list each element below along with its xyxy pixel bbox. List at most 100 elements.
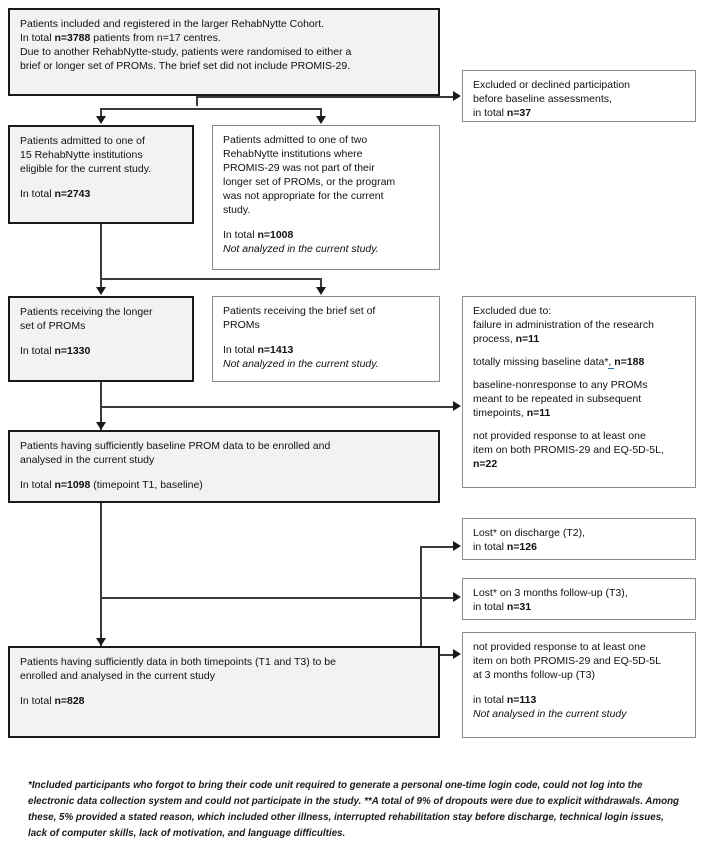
excluded-baseline-total-value: n=37 — [506, 106, 532, 119]
admitted15-line-3: eligible for the current study. — [20, 162, 152, 175]
spellcheck-underline-mark: , — [608, 355, 615, 369]
baseline-total-suffix: (timepoint T1, baseline) — [90, 478, 203, 491]
box-baseline-enrolled-t1: Patients having sufficiently baseline PR… — [8, 430, 440, 503]
excluded-reason3-prefix: timepoints, — [473, 406, 527, 419]
excluded-reason1-value: n=11 — [515, 332, 540, 345]
lost-t2-total-prefix: in total — [473, 540, 507, 553]
box-admitted-15-institutions: Patients admitted to one of 15 RehabNytt… — [8, 125, 194, 224]
final-total-prefix: In total — [20, 694, 55, 707]
connector-right-riser — [420, 546, 422, 655]
excluded-reason1-line-1: failure in administration of the researc… — [473, 318, 654, 331]
admitted2-total-prefix: In total — [223, 228, 258, 241]
final-total-value: n=828 — [54, 694, 85, 707]
brief-proms-total: In total n=1413 — [223, 344, 430, 358]
connector-admitted15-stem — [100, 224, 102, 278]
cohort-total-prefix: In total — [20, 31, 55, 44]
admitted15-total: In total n=2743 — [20, 188, 183, 202]
connector-riser-to-lost-t2 — [420, 546, 454, 548]
connector-cohort-to-excluded — [196, 96, 454, 98]
admitted2-total-value: n=1008 — [257, 228, 294, 241]
lost-t2-total-value: n=126 — [506, 540, 537, 553]
box-longer-proms: Patients receiving the longer set of PRO… — [8, 296, 194, 382]
arrowhead-to-brief-proms — [316, 287, 326, 295]
lost-t3-total-prefix: in total — [473, 600, 507, 613]
connector-proms-right-drop — [320, 278, 322, 289]
final-total: In total n=828 — [20, 695, 429, 709]
connector-baseline-to-riser — [100, 597, 422, 599]
baseline-total-value: n=1098 — [54, 478, 91, 491]
cohort-line-3: Due to another RehabNytte-study, patient… — [20, 45, 352, 58]
longer-proms-total: In total n=1330 — [20, 345, 183, 359]
lost-t2-line-1: Lost* on discharge (T2), — [473, 527, 586, 539]
excluded-baseline-line-1: Excluded or declined participation — [473, 79, 631, 91]
baseline-line-1: Patients having sufficiently baseline PR… — [20, 440, 331, 452]
cohort-line-1: Patients included and registered in the … — [20, 18, 325, 30]
cohort-total-value: n=3788 — [54, 31, 91, 44]
box-final-sample: Patients having sufficiently data in bot… — [8, 646, 440, 738]
excluded-reason4-line-3: n=22 — [473, 458, 686, 472]
brief-proms-note: Not analyzed in the current study. — [223, 358, 430, 372]
no-response-line-3: at 3 months follow-up (T3) — [473, 668, 595, 681]
brief-proms-total-value: n=1413 — [257, 343, 294, 356]
connector-proms-left-drop — [100, 278, 102, 289]
excluded-reason1-prefix: process, — [473, 332, 516, 345]
connector-split-proms — [100, 278, 320, 280]
box-lost-discharge-t2: Lost* on discharge (T2), in total n=126 — [462, 518, 696, 560]
lost-t2-line-2: in total n=126 — [473, 541, 686, 555]
admitted15-total-prefix: In total — [20, 187, 55, 200]
final-line-1: Patients having sufficiently data in bot… — [20, 656, 336, 668]
excluded-reason4-line-2: item on both PROMIS-29 and EQ-5D-5L, — [473, 443, 664, 456]
admitted2-note-text: Not analyzed in the current study. — [223, 242, 379, 255]
connector-to-excluded-due-to — [100, 406, 454, 408]
box-no-response-t3: not provided response to at least one it… — [462, 632, 696, 738]
excluded-reason3-value: n=11 — [526, 406, 551, 419]
no-response-total: in total n=113 — [473, 694, 686, 708]
longer-proms-total-value: n=1330 — [54, 344, 91, 357]
cohort-line-4: brief or longer set of PROMs. The brief … — [20, 59, 351, 72]
box-lost-3months-t3: Lost* on 3 months follow-up (T3), in tot… — [462, 578, 696, 620]
connector-cohort-stem — [196, 96, 198, 106]
admitted15-total-value: n=2743 — [54, 187, 91, 200]
arrowhead-to-no-response-t3 — [453, 649, 461, 659]
excluded-baseline-line-3: in total n=37 — [473, 107, 686, 121]
connector-riser-to-lost-t3 — [420, 597, 454, 599]
admitted2-line-6: study. — [223, 203, 251, 216]
no-response-total-prefix: in total — [473, 693, 507, 706]
excluded-reason4-value: n=22 — [473, 457, 498, 470]
connector-split-left-drop — [100, 108, 102, 118]
arrowhead-to-admitted-2 — [316, 116, 326, 124]
arrowhead-to-admitted-15 — [96, 116, 106, 124]
longer-proms-line-2: set of PROMs — [20, 319, 86, 332]
brief-proms-line-2: PROMs — [223, 318, 260, 331]
admitted2-line-5: was not appropriate for the current — [223, 189, 384, 202]
brief-proms-note-text: Not analyzed in the current study. — [223, 357, 379, 370]
no-response-line-2: item on both PROMIS-29 and EQ-5D-5L — [473, 654, 661, 667]
excluded-baseline-line-2: before baseline assessments, — [473, 92, 612, 105]
excluded-reason2-prefix: totally missing baseline data* — [473, 355, 609, 368]
connector-split-institutions — [100, 108, 320, 110]
baseline-line-2: analysed in the current study — [20, 453, 155, 466]
cohort-total-suffix: patients from n=17 centres. — [90, 31, 221, 44]
longer-proms-total-prefix: In total — [20, 344, 55, 357]
lost-t3-total-value: n=31 — [506, 600, 532, 613]
arrowhead-to-baseline-enrolled — [96, 422, 106, 430]
excluded-reason3-line-2: meant to be repeated in subsequent — [473, 392, 642, 405]
excluded-reason3-line-1: baseline-nonresponse to any PROMs — [473, 378, 648, 391]
box-admitted-2-institutions: Patients admitted to one of two RehabNyt… — [212, 125, 440, 270]
excluded-baseline-total-prefix: in total — [473, 106, 507, 119]
footnote-text: *Included participants who forgot to bri… — [28, 780, 680, 839]
admitted2-line-2: RehabNytte institutions where — [223, 147, 363, 160]
baseline-total-prefix: In total — [20, 478, 55, 491]
arrowhead-to-longer-proms — [96, 287, 106, 295]
admitted2-total: In total n=1008 — [223, 229, 430, 243]
excluded-heading: Excluded due to: — [473, 305, 552, 317]
brief-proms-total-prefix: In total — [223, 343, 258, 356]
admitted2-line-3: PROMIS-29 was not part of their — [223, 161, 375, 174]
final-line-2: enrolled and analysed in the current stu… — [20, 669, 215, 682]
arrowhead-to-excluded-baseline — [453, 91, 461, 101]
admitted15-line-2: 15 RehabNytte institutions — [20, 148, 143, 161]
admitted2-line-4: longer set of PROMs, or the program — [223, 175, 396, 188]
cohort-line-2: In total n=3788 patients from n=17 centr… — [20, 32, 429, 46]
box-excluded-before-baseline: Excluded or declined participation befor… — [462, 70, 696, 122]
